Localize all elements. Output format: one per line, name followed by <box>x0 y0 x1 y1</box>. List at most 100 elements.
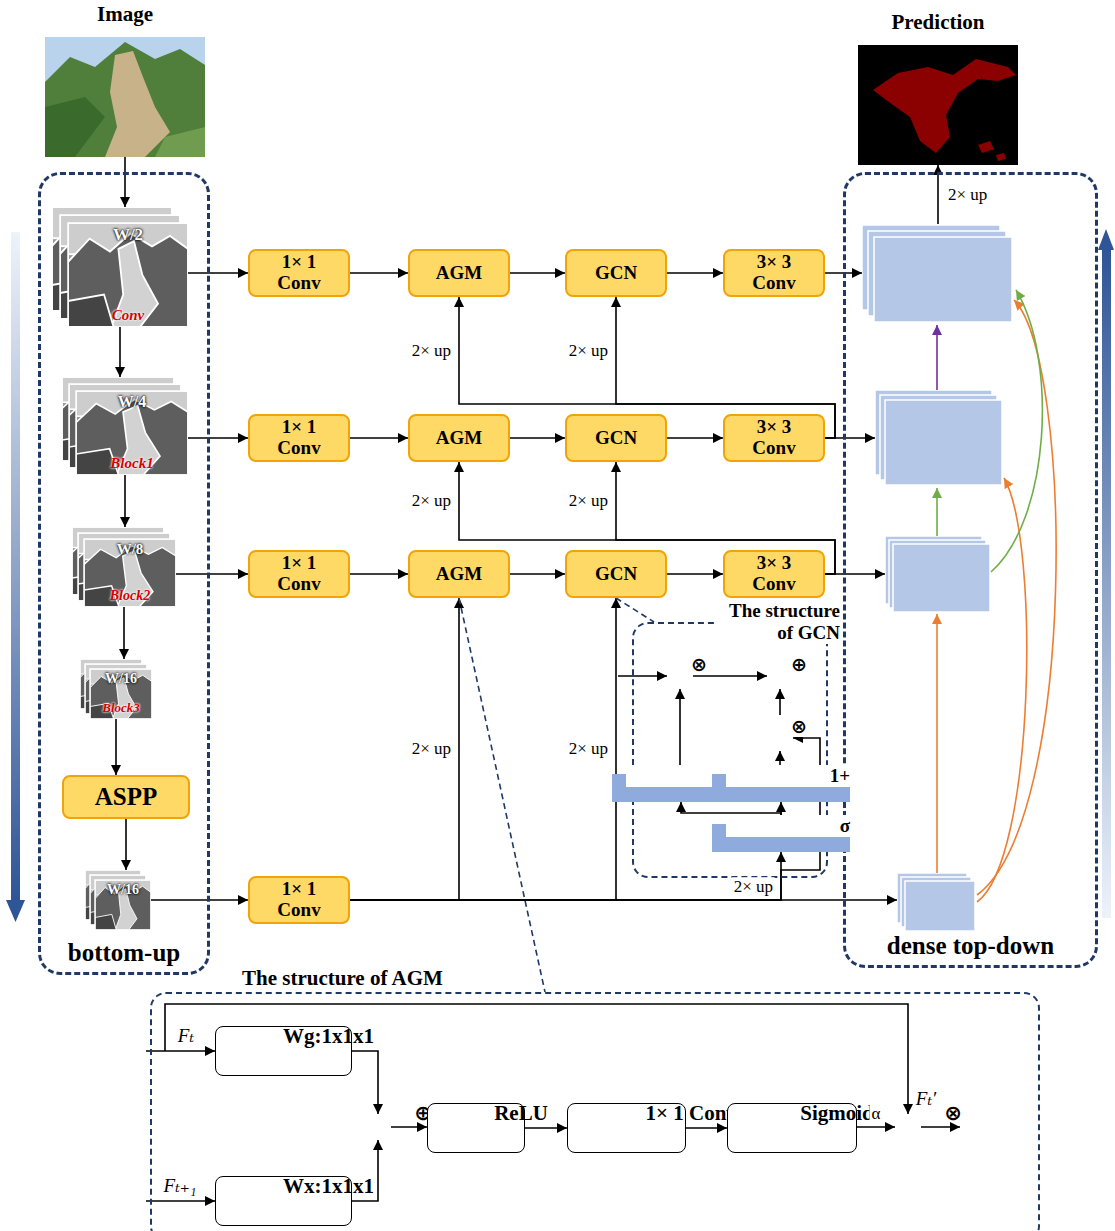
arrow-connector <box>857 1126 895 1128</box>
edge-label: 2× up <box>410 739 453 759</box>
feature-map: W/16Block3 <box>80 659 152 719</box>
arrow-connector <box>350 598 459 900</box>
op-box: Wg:1x1x1 <box>215 1026 352 1076</box>
stage-panel: dense top-down <box>843 172 1098 968</box>
operator-circle: ⊗ <box>667 663 693 689</box>
gate-box: σ <box>712 824 850 852</box>
arrow-connector <box>350 573 408 575</box>
mask-region <box>978 141 994 153</box>
conv-box: AGM <box>408 249 510 297</box>
arrow-connector <box>667 272 723 274</box>
input-wire <box>146 1200 215 1202</box>
node-label: 3× 3 Conv <box>748 417 800 459</box>
feature-layer <box>95 880 151 930</box>
arrow-connector <box>115 719 117 775</box>
detail-box: The structure of GCN⊗⊕⊗1+1+σ <box>632 622 828 878</box>
conv-box: 3× 3 Conv <box>723 550 825 598</box>
detail-link <box>459 598 545 992</box>
node-label: 3× 3 Conv <box>748 252 800 294</box>
conv-box: 1× 1 Conv <box>248 876 350 924</box>
op-box: 1× 1 Conv <box>567 1103 686 1153</box>
feature-layer <box>68 223 188 327</box>
conv-box: AGM <box>408 414 510 462</box>
node-label: 1× 1 Conv <box>273 417 325 459</box>
detail-box: The structure of AGMWg:1x1x1Wx:1x1x1⊕ReL… <box>150 992 1040 1231</box>
gate-box: 1+ <box>712 774 850 802</box>
feature-map: W/16 <box>85 870 151 930</box>
input-wires <box>146 676 960 1201</box>
feature-layer <box>84 539 176 607</box>
node-label: σ <box>726 815 850 837</box>
feature-map: W/2Conv <box>52 207 188 327</box>
conv-box: 1× 1 Conv <box>248 550 350 598</box>
arrow-connector <box>350 272 408 274</box>
arrow-connector <box>667 573 723 575</box>
dense-arrow <box>977 300 1056 895</box>
conv-box: GCN <box>565 550 667 598</box>
node-label: Block3 <box>102 701 140 716</box>
direction-bar <box>1102 250 1111 918</box>
skip-wire <box>165 1004 908 1114</box>
layer-frame <box>84 539 176 607</box>
conv-box: 1× 1 Conv <box>248 249 350 297</box>
arrow-connector <box>679 689 681 774</box>
layer-frame <box>76 391 188 475</box>
node-label: ⊗ <box>767 715 807 737</box>
direction-bar <box>11 232 20 900</box>
input-wire <box>146 1050 215 1052</box>
direction-head <box>1098 229 1114 250</box>
arrow-connector <box>391 1126 427 1128</box>
topdown-map <box>905 881 975 931</box>
arrow-connector <box>667 437 723 439</box>
node-label: Block1 <box>110 455 153 472</box>
operator-circle: ⊕ <box>767 663 793 689</box>
layer-frame <box>90 669 152 719</box>
layer-frame <box>68 223 188 327</box>
op-box: Sigmoid <box>727 1103 857 1153</box>
node-label: ⊗ <box>667 653 707 675</box>
edge-label: 2× up <box>410 491 453 511</box>
image-panel: Prediction <box>858 10 1018 165</box>
topdown-map <box>893 544 990 612</box>
direction-head <box>6 900 25 922</box>
node-label: ReLU <box>494 1102 548 1125</box>
dense-arrow <box>936 325 938 390</box>
detail-link <box>616 598 654 622</box>
node-label: 1× 1 Conv <box>646 1102 698 1125</box>
node-label: ⊗ <box>944 1103 962 1124</box>
node-label: GCN <box>595 428 637 449</box>
edge-label: 2× up <box>567 491 610 511</box>
node-label: Prediction <box>892 10 985 34</box>
node-label: W/8 <box>117 541 144 558</box>
feature-stack <box>52 207 188 930</box>
arrow-connector <box>525 1127 567 1129</box>
op-box: ReLU <box>427 1103 525 1153</box>
feature-map: W/8Block2 <box>72 527 176 607</box>
operator-circle: ⊕ <box>365 1114 391 1140</box>
arrow-connector <box>352 1051 378 1114</box>
arrow-connector <box>123 607 125 659</box>
arrow-connector <box>151 899 248 901</box>
aspp-box: ASPP <box>62 775 190 819</box>
arrow-connector <box>125 819 127 870</box>
arrow-connector <box>124 475 126 527</box>
arrow-connector <box>350 598 616 900</box>
node-label: bottom-up <box>68 939 181 968</box>
arrow-connector <box>693 675 767 677</box>
input-wire <box>618 675 667 677</box>
operator-circle: ⊗ <box>767 725 793 751</box>
arrow-connector <box>119 327 121 377</box>
node-label: ⊕ <box>767 653 807 675</box>
node-label: Image <box>97 2 153 26</box>
edge-label: 2× up <box>946 185 989 205</box>
mask-ground <box>858 45 1018 165</box>
node-label: 1+ <box>726 765 850 787</box>
arrow-connector <box>188 272 248 274</box>
node-label: The structure of GCN <box>716 600 840 644</box>
node-label: 3× 3 Conv <box>748 553 800 595</box>
arrow-connector <box>124 157 126 207</box>
node-label: 1× 1 Conv <box>273 553 325 595</box>
output-wire <box>921 1126 960 1128</box>
